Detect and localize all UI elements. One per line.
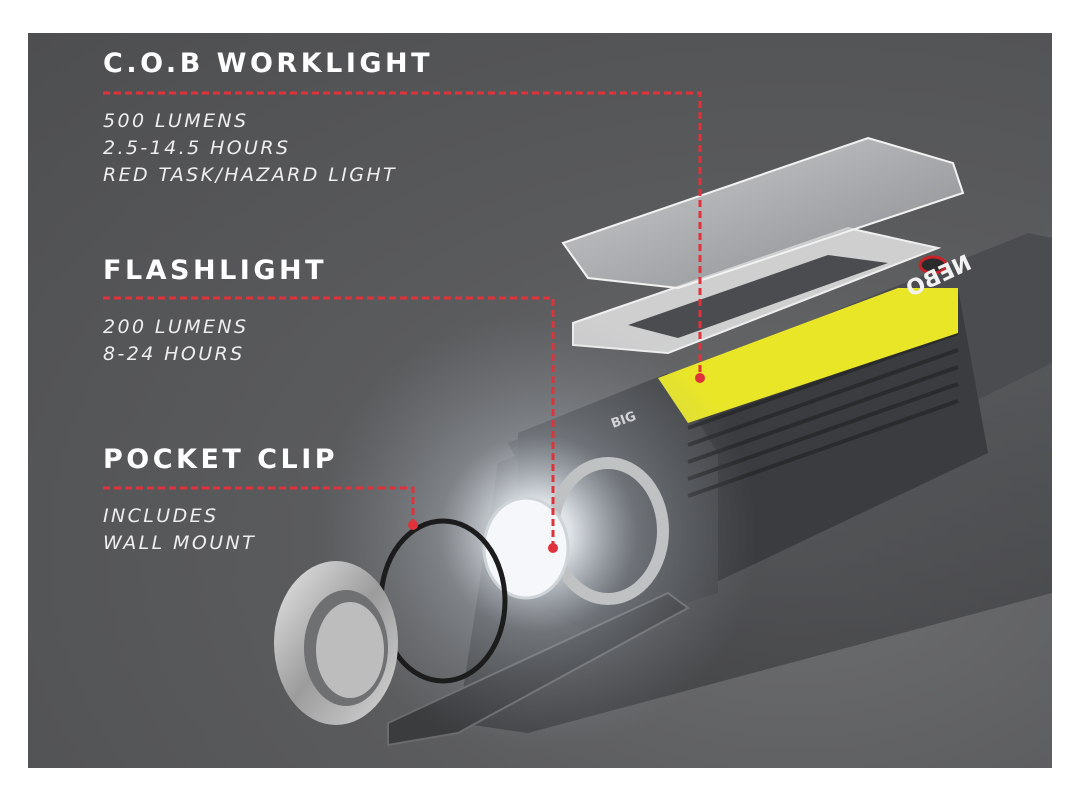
flashlight-lens: [482, 496, 570, 600]
callout-line: INCLUDES: [103, 505, 219, 527]
callout-title-pocket-clip: POCKET CLIP: [103, 444, 339, 475]
callout-title-flashlight: FLASHLIGHT: [103, 255, 328, 286]
product-infographic: NEBO BIG C.O.B WORKLIGHT 500 LUMENS 2.5-…: [28, 33, 1052, 768]
callout-title-cob-worklight: C.O.B WORKLIGHT: [103, 48, 434, 79]
callout-line: 8-24 HOURS: [103, 343, 245, 365]
callout-line: 500 LUMENS: [103, 110, 249, 132]
callout-line: 200 LUMENS: [103, 316, 249, 338]
cob-lens-cover: [561, 136, 965, 290]
callout-line: RED TASK/HAZARD LIGHT: [103, 164, 398, 186]
leader-lines: [103, 91, 702, 548]
battery: [658, 288, 958, 423]
bezel-ring: [274, 561, 398, 725]
callout-line: WALL MOUNT: [103, 532, 257, 554]
callout-line: 2.5-14.5 HOURS: [103, 137, 291, 159]
red-switch: [918, 255, 948, 275]
exploded-flashlight-illustration: NEBO BIG: [103, 91, 1052, 753]
